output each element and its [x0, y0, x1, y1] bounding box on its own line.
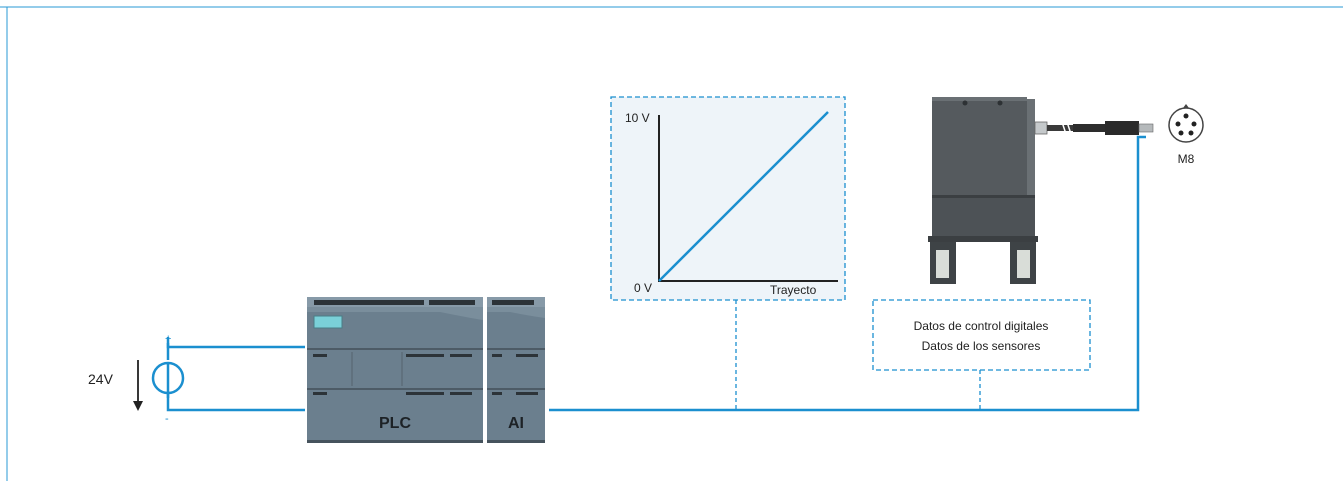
voltage-label: 24V — [88, 371, 114, 387]
graph-y-max-label: 10 V — [625, 111, 650, 125]
plc-label: PLC — [379, 415, 411, 432]
ai-module: AI — [487, 297, 545, 443]
output-graph: 10 V 0 V Trayecto — [610, 96, 846, 301]
plus-label: + — [165, 333, 171, 345]
signals-box-border — [872, 299, 1091, 371]
graph-x-label: Trayecto — [770, 283, 817, 297]
signals-line-1: Datos de control digitales — [914, 319, 1049, 333]
signals-line-2: Datos de los sensores — [922, 339, 1041, 353]
signals-box: Datos de control digitales Datos de los … — [872, 299, 1091, 371]
graph-box — [610, 96, 846, 301]
voltage-arrow-head — [133, 401, 143, 411]
m8-connector-icon — [1168, 107, 1204, 143]
dashed-connectors — [735, 300, 981, 410]
m8-label: M8 — [1178, 152, 1195, 166]
graph-y-min-label: 0 V — [634, 281, 652, 295]
plc-device: PLC — [307, 297, 483, 443]
graph-line — [658, 111, 829, 282]
m8-connector: M8 — [1168, 104, 1204, 166]
sensor-device — [928, 97, 1154, 284]
plc-display — [313, 315, 343, 329]
power-supply: + - 24V — [88, 333, 185, 425]
minus-label: - — [165, 413, 169, 425]
ai-label: AI — [508, 415, 524, 432]
